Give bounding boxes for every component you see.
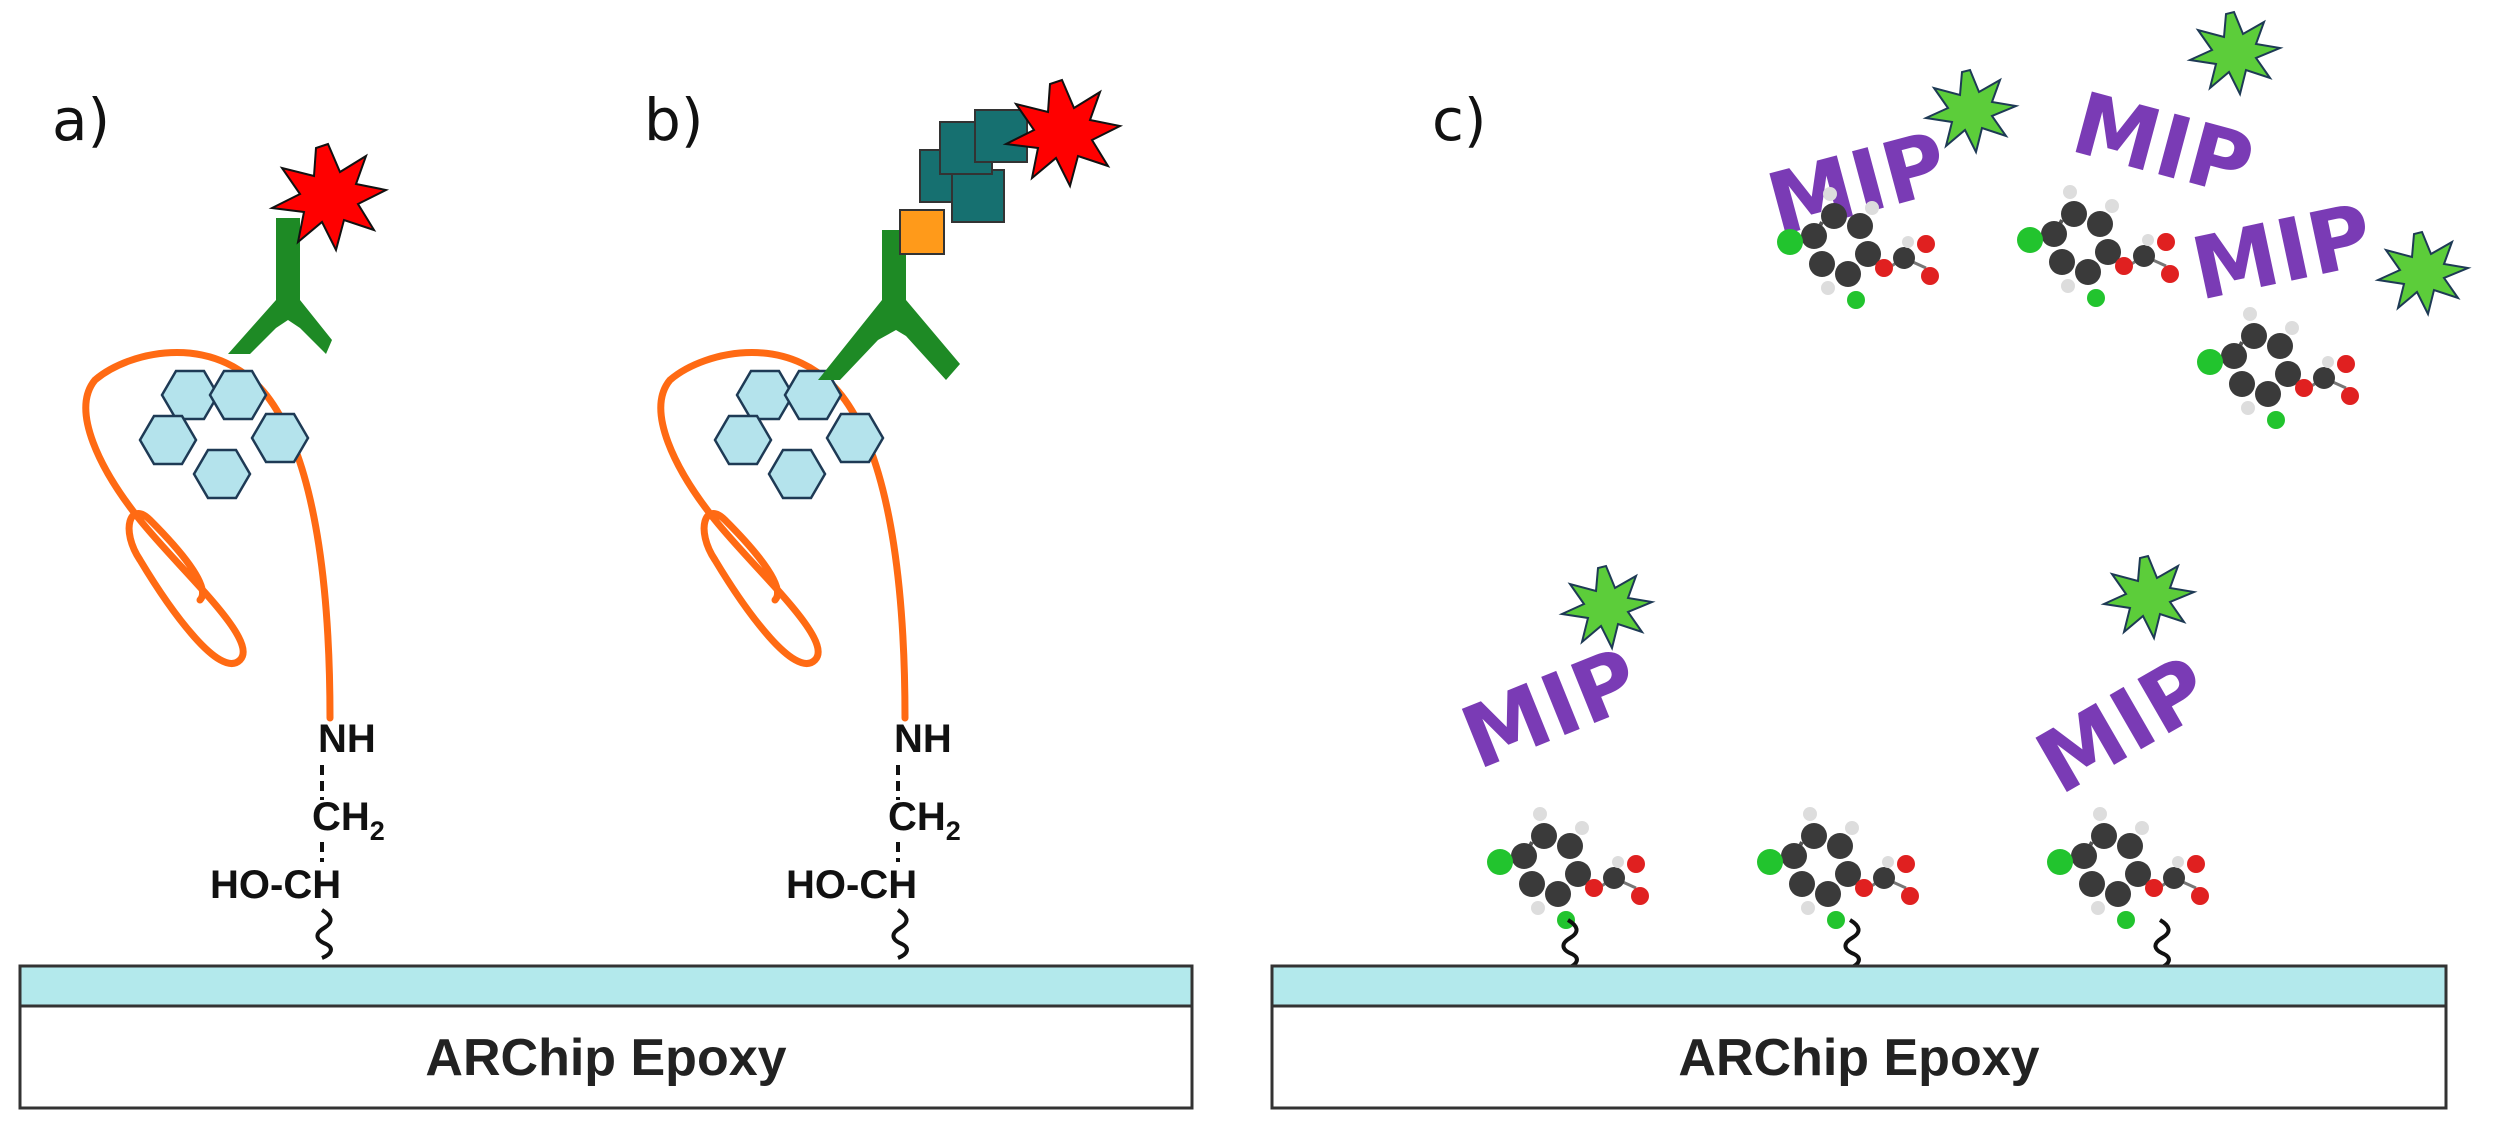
linker-nh-b: NH (894, 717, 952, 761)
epoxy-base-right (1270, 1004, 2448, 1110)
surface-layer-left (18, 964, 1194, 1008)
linker-nh-a: NH (318, 717, 376, 761)
immobilized-molecule (1755, 805, 1921, 970)
antibody-b (818, 230, 960, 380)
linker-hoch-b: HO-CH (786, 863, 917, 907)
linker-ch2-b: CH2 (888, 795, 961, 846)
bound-mip-2: MIP (2021, 555, 2227, 970)
secondary-probe-b (899, 109, 1028, 255)
antibody-a (228, 218, 332, 354)
mip-label-2: MIP (2063, 74, 2263, 217)
substrate-label-left: ARChip Epoxy (425, 1029, 786, 1087)
free-mip-1: MIP (1758, 69, 2017, 311)
substrate-label-right: ARChip Epoxy (1678, 1029, 2039, 1087)
anchor-b (891, 908, 909, 960)
panel-c: c) MIP MIP MIP MIP (1432, 11, 2469, 970)
mip-label-4: MIP (1448, 629, 1653, 789)
bound-mip-1: MIP (1448, 565, 1653, 970)
panel-a: a) NH CH2 HO-CH (52, 86, 387, 960)
linker-hoch-a: HO-CH (210, 863, 341, 907)
anchor-a (315, 908, 333, 960)
surface-layer-right (1270, 964, 2448, 1008)
substrate-left: ARChip Epoxy (18, 964, 1194, 1110)
tag-orange-b (899, 209, 945, 255)
substrate-right: ARChip Epoxy (1270, 964, 2448, 1110)
panel-b-label: b) (644, 86, 703, 154)
panel-b: b) NH CH2 HO-CH (644, 79, 1121, 960)
linker-ch2-a: CH2 (312, 795, 385, 846)
mip-label-5: MIP (2021, 637, 2227, 814)
free-mip-3: MIP (2184, 185, 2469, 431)
antigen-cluster-a (138, 369, 310, 500)
antigen-cluster-b (713, 369, 885, 500)
epoxy-base-left (18, 1004, 1194, 1110)
panel-a-label: a) (52, 86, 110, 154)
panel-c-label: c) (1432, 86, 1487, 154)
